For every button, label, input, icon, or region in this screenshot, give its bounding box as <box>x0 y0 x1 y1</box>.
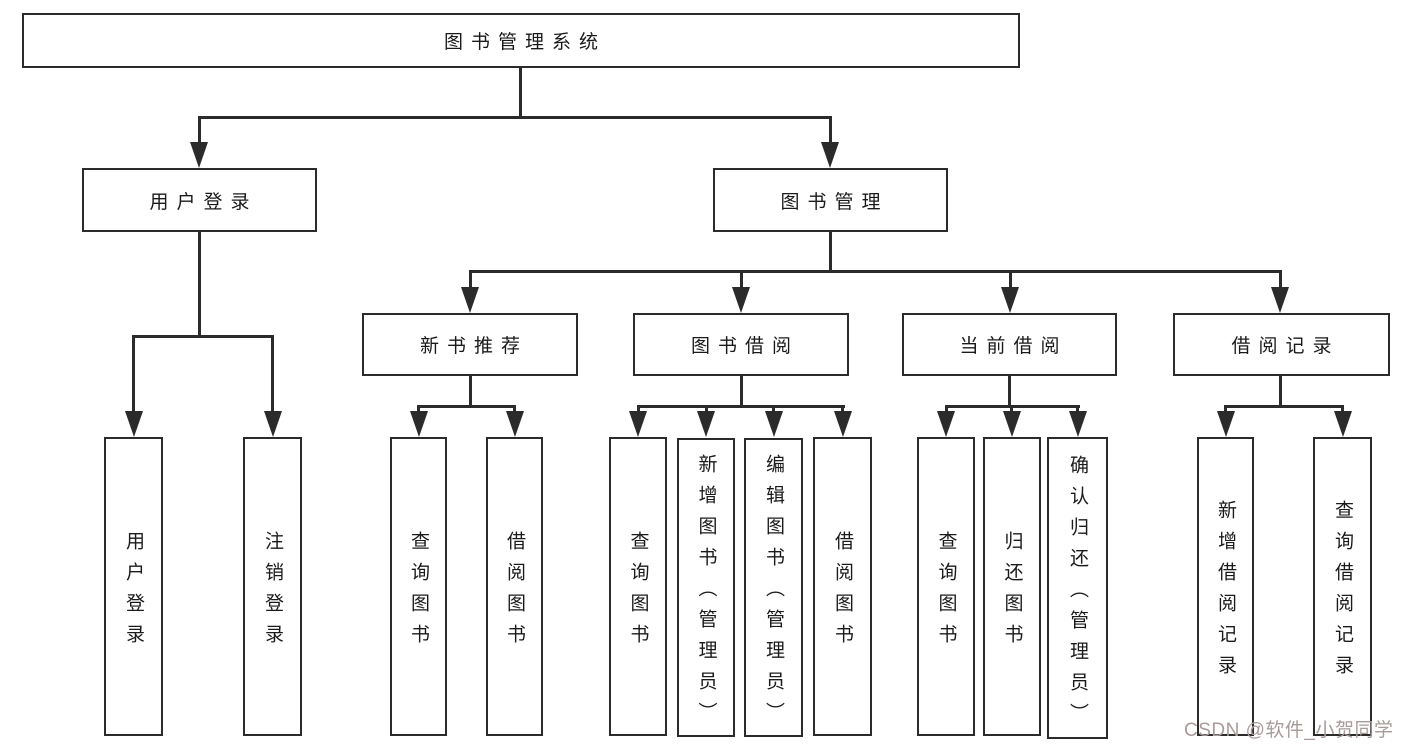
connector-line <box>417 405 420 413</box>
connector-line <box>197 232 201 337</box>
leaf-user-login-label: 用户登录 <box>123 530 144 655</box>
leaf-borrow-add-books-admin-label: 新增图书（管理员） <box>695 454 717 733</box>
csdn-watermark: CSDN @软件_小贺同学 <box>1184 720 1394 741</box>
connector-line <box>636 404 845 408</box>
node-root: 图书管理系统 <box>22 13 1020 68</box>
arrowhead-down-icon <box>409 411 428 437</box>
connector-line <box>513 405 516 413</box>
node-book-borrow-label: 图书借阅 <box>690 336 799 357</box>
arrowhead-down-icon <box>124 411 143 437</box>
node-user-login: 用户登录 <box>82 168 317 232</box>
connector-line <box>518 68 522 118</box>
node-borrow-records: 借阅记录 <box>1173 313 1390 376</box>
arrowhead-down-icon <box>1068 411 1087 437</box>
leaf-logout-label: 注销登录 <box>262 530 283 655</box>
connector-line <box>468 271 472 288</box>
connector-line <box>772 405 775 413</box>
arrowhead-down-icon <box>1001 287 1019 313</box>
arrowhead-down-icon <box>461 287 479 313</box>
node-user-login-label: 用户登录 <box>149 191 258 213</box>
connector-line <box>1224 404 1344 408</box>
arrowhead-down-icon <box>732 287 750 313</box>
leaf-records-add-record: 新增借阅记录 <box>1197 437 1254 736</box>
connector-line <box>1008 271 1012 288</box>
leaf-borrow-add-books-admin: 新增图书（管理员） <box>677 438 735 737</box>
arrowhead-down-icon <box>505 411 524 437</box>
leaf-records-query-record-label: 查询借阅记录 <box>1332 499 1353 686</box>
leaf-logout: 注销登录 <box>243 437 302 736</box>
leaf-borrow-edit-books-admin: 编辑图书（管理员） <box>744 438 803 737</box>
leaf-recommend-query-books-label: 查询图书 <box>408 530 429 655</box>
connector-line <box>1278 376 1282 407</box>
node-book-borrow: 图书借阅 <box>633 313 849 376</box>
arrowhead-down-icon <box>1271 287 1289 313</box>
connector-line <box>704 405 708 413</box>
connector-line <box>1224 405 1227 413</box>
connector-line <box>1076 405 1079 413</box>
connector-line <box>829 232 832 272</box>
leaf-recommend-borrow-books-label: 借阅图书 <box>504 530 525 655</box>
leaf-recommend-query-books: 查询图书 <box>390 437 447 736</box>
connector-line <box>1341 405 1344 413</box>
arrowhead-down-icon <box>697 411 715 437</box>
node-book-management: 图书管理 <box>713 168 948 232</box>
connector-line <box>271 336 274 412</box>
connector-line <box>468 269 1282 273</box>
connector-line <box>1008 376 1011 407</box>
arrowhead-down-icon <box>190 142 208 168</box>
leaf-records-add-record-label: 新增借阅记录 <box>1215 499 1236 686</box>
connector-line <box>739 376 743 407</box>
connector-line <box>841 405 844 413</box>
leaf-recommend-borrow-books: 借阅图书 <box>486 437 543 736</box>
connector-line <box>828 117 832 143</box>
leaf-records-query-record: 查询借阅记录 <box>1313 437 1372 736</box>
leaf-current-return-books: 归还图书 <box>983 437 1041 736</box>
leaf-user-login: 用户登录 <box>104 437 163 736</box>
arrowhead-down-icon <box>937 411 955 437</box>
leaf-current-confirm-return-admin: 确认归还（管理员） <box>1047 437 1108 739</box>
connector-line <box>132 336 135 412</box>
arrowhead-down-icon <box>821 142 839 168</box>
leaf-current-query-books: 查询图书 <box>917 437 975 736</box>
leaf-borrow-borrow-books-label: 借阅图书 <box>832 530 853 655</box>
connector-line <box>132 334 274 338</box>
arrowhead-down-icon <box>1333 411 1352 437</box>
leaf-borrow-query-books: 查询图书 <box>609 437 667 736</box>
node-new-book-recommend-label: 新书推荐 <box>419 336 528 357</box>
arrowhead-down-icon <box>833 411 852 437</box>
arrowhead-down-icon <box>1216 411 1235 437</box>
arrowhead-down-icon <box>764 411 783 437</box>
node-new-book-recommend: 新书推荐 <box>362 313 578 376</box>
connector-line <box>468 376 472 407</box>
leaf-current-return-books-label: 归还图书 <box>1001 530 1023 655</box>
connector-line <box>636 405 640 413</box>
leaf-borrow-query-books-label: 查询图书 <box>627 530 649 655</box>
node-book-management-label: 图书管理 <box>780 191 889 213</box>
connector-line <box>944 405 948 413</box>
leaf-current-query-books-label: 查询图书 <box>935 530 957 655</box>
connector-line <box>1010 405 1013 413</box>
arrowhead-down-icon <box>1002 411 1021 437</box>
connector-line <box>197 117 201 143</box>
node-root-label: 图书管理系统 <box>443 32 606 53</box>
node-current-borrow-label: 当前借阅 <box>959 336 1068 357</box>
node-current-borrow: 当前借阅 <box>902 313 1117 376</box>
arrowhead-down-icon <box>629 411 647 437</box>
connector-line <box>1278 271 1282 288</box>
connector-line <box>739 271 743 288</box>
leaf-current-confirm-return-admin-label: 确认归还（管理员） <box>1067 454 1088 734</box>
connector-line <box>197 115 832 119</box>
arrowhead-down-icon <box>263 411 282 437</box>
node-borrow-records-label: 借阅记录 <box>1231 336 1340 357</box>
leaf-borrow-borrow-books: 借阅图书 <box>813 437 872 736</box>
leaf-borrow-edit-books-admin-label: 编辑图书（管理员） <box>763 454 784 733</box>
connector-line <box>417 404 516 408</box>
